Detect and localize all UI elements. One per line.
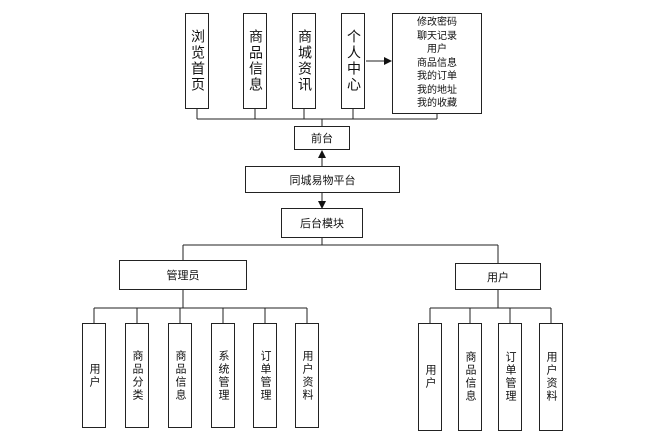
personal-center-item: 聊天记录 <box>417 30 457 42</box>
frontend-item-home: 浏览首页 <box>185 13 209 109</box>
frontend-item-product-info: 商品信息 <box>243 13 267 109</box>
admin-item-order-management: 订单管理 <box>253 323 277 428</box>
user-item-users: 用户 <box>418 323 442 431</box>
user-item-order-management: 订单管理 <box>498 323 522 431</box>
user-item-user-profile: 用户资料 <box>539 323 563 431</box>
admin-item-users: 用户 <box>82 323 106 428</box>
frontend-item-personal-center: 个人中心 <box>341 13 365 109</box>
personal-center-item: 用户 <box>427 44 447 56</box>
admin-item-user-profile: 用户资料 <box>295 323 319 428</box>
frontend-item-mall-news: 商城资讯 <box>292 13 316 109</box>
personal-center-item: 修改密码 <box>417 17 457 29</box>
admin-item-system-management: 系统管理 <box>211 323 235 428</box>
personal-center-item: 我的地址 <box>417 84 457 96</box>
personal-center-item: 我的收藏 <box>417 98 457 110</box>
backend-box: 后台模块 <box>281 208 363 238</box>
admin-item-product-info: 商品信息 <box>168 323 192 428</box>
personal-center-item: 商品信息 <box>417 57 457 69</box>
personal-center-item: 我的订单 <box>417 71 457 83</box>
user-box: 用户 <box>455 263 541 290</box>
user-item-product-info: 商品信息 <box>458 323 482 431</box>
frontend-box: 前台 <box>294 126 350 150</box>
platform-box: 同城易物平台 <box>245 166 400 193</box>
admin-box: 管理员 <box>119 260 247 290</box>
admin-item-product-category: 商品分类 <box>125 323 149 428</box>
personal-center-list: 修改密码 聊天记录 用户 商品信息 我的订单 我的地址 我的收藏 <box>392 13 482 114</box>
